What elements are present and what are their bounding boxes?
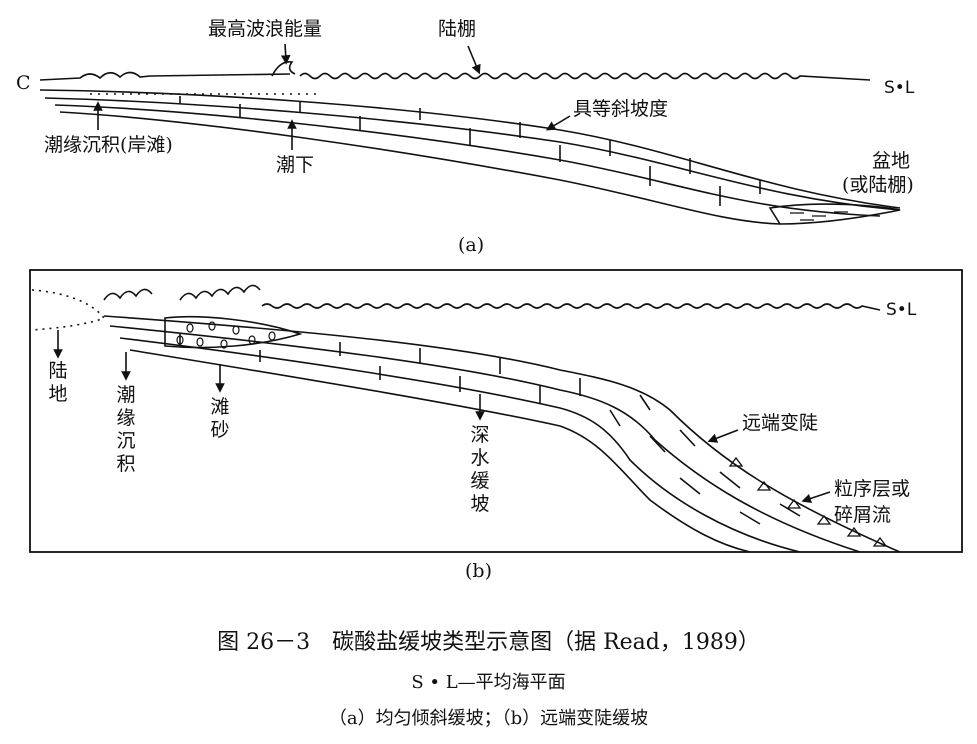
label-tidal-flat-a: 潮缘沉积(岸滩) [44, 134, 173, 156]
arrow-a-wave [280, 43, 291, 65]
label-sea-level-a: S•L [884, 78, 915, 98]
ramp-b-base [129, 349, 751, 553]
diagram-a [39, 43, 901, 225]
ramp-a-blocks [179, 96, 761, 206]
label-beach-sand: 滩砂 [210, 396, 230, 441]
label-graded-2: 碎屑流 [834, 504, 892, 526]
basin-dashes-a [790, 211, 848, 221]
arrow-a-shelf [467, 45, 481, 75]
label-land: 陆地 [48, 360, 68, 405]
label-basin-2: (或陆棚) [842, 174, 914, 196]
debris-triangles-b [728, 456, 888, 547]
label-graded-1: 粒序层或 [834, 478, 911, 500]
ramp-a-layer1 [44, 97, 901, 211]
ramp-b-blocks [179, 334, 801, 525]
arrow-b-distal [707, 429, 739, 443]
label-c: C [16, 72, 31, 94]
ramp-a-layer2 [54, 104, 881, 217]
ramp-b-layer1 [109, 325, 861, 553]
land-area-b [31, 289, 106, 331]
figure-caption-title: 图 26－3 碳酸盐缓坡类型示意图（据 Read，1989） [217, 630, 760, 655]
arrow-b-graded [801, 491, 831, 504]
breakers-b [103, 284, 261, 301]
sea-surface-a-left [39, 71, 291, 81]
breaker-wave-a [271, 60, 296, 77]
label-subtidal: 潮下 [276, 154, 315, 176]
diagram-b [29, 269, 963, 553]
label-distal-steepening: 远端变陡 [742, 412, 819, 434]
label-uniform-slope: 具等斜坡度 [573, 98, 669, 120]
ramp-a-base [59, 111, 781, 225]
panel-label-a: (a) [458, 234, 485, 256]
frame-b [29, 269, 963, 553]
figure-caption-sub: （a）均匀倾斜缓坡；（b）远端变陡缓坡 [328, 708, 649, 729]
arrow-a-slope [545, 115, 571, 131]
ramp-b-layer2 [119, 337, 801, 553]
sea-surface-a-wavy [299, 72, 871, 81]
label-tidal-flat-b: 潮缘沉积 [116, 384, 136, 475]
label-max-wave-energy: 最高波浪能量 [208, 18, 323, 40]
label-basin-1: 盆地 [872, 150, 911, 172]
basin-lens-a [768, 203, 901, 225]
label-sea-level-b: S•L [886, 300, 917, 320]
figure-caption-note: S • L—平均海平面 [411, 672, 566, 693]
label-deep-ramp: 深水缓坡 [470, 424, 490, 515]
panel-label-b: (b) [465, 560, 492, 582]
sea-surface-b [261, 303, 881, 311]
ramp-b-top [103, 315, 901, 553]
label-shelf: 陆棚 [438, 18, 477, 40]
